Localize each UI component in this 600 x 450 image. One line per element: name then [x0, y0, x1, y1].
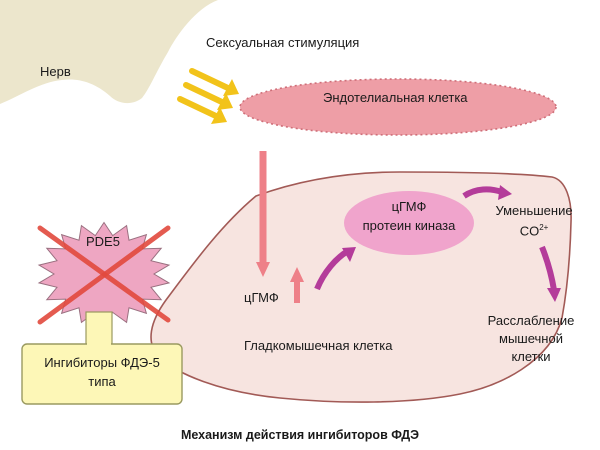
relaxation-arrow-icon [539, 245, 561, 302]
endothelial-cell-shape [239, 78, 557, 136]
co-text: CO [519, 223, 540, 239]
relaxation-line3: клетки [511, 349, 551, 364]
cross-out-icon [37, 225, 171, 325]
relaxation-line2: мышечной [499, 331, 563, 346]
co-superscript: 2+ [539, 223, 549, 232]
stimulation-arrows-icon [177, 68, 239, 124]
cgmp-kinase-line1: цГМФ [391, 199, 427, 214]
reduction-line2: CO2+ [484, 220, 584, 239]
smooth-muscle-cell-label: Гладкомышечная клетка [244, 338, 393, 353]
nerve-shape [0, 0, 218, 104]
endothelial-cell-label: Эндотелиальная клетка [323, 90, 468, 105]
inhibitors-line2: типа [88, 374, 116, 389]
relaxation-line1: Расслабление [487, 313, 575, 328]
nerve-label: Нерв [40, 64, 71, 79]
increase-arrow-icon [290, 267, 304, 303]
inhibitors-label: Ингибиторы ФДЭ-5 типа [22, 355, 182, 390]
reduction-label: Уменьшение CO2+ [484, 203, 584, 239]
reduction-line1: Уменьшение [495, 203, 573, 218]
pde5-label: PDE5 [86, 234, 120, 249]
inhibitors-line1: Ингибиторы ФДЭ-5 [44, 355, 160, 370]
reduction-arrow-icon [462, 185, 512, 200]
cgmp-kinase-label: цГМФ протеин киназа [344, 199, 474, 234]
release-arrow-icon [256, 151, 270, 277]
cgmp-label: цГМФ [244, 290, 279, 305]
figure-caption: Механизм действия ингибиторов ФДЭ [180, 428, 420, 442]
activation-arrow-icon [314, 247, 356, 291]
sexual-stimulation-label: Сексуальная стимуляция [206, 35, 360, 50]
cgmp-kinase-line2: протеин киназа [362, 218, 456, 233]
relaxation-label: Расслабление мышечной клетки [474, 313, 588, 365]
inhibitor-connector [85, 311, 113, 345]
cgmp-kinase-shape [344, 191, 474, 255]
